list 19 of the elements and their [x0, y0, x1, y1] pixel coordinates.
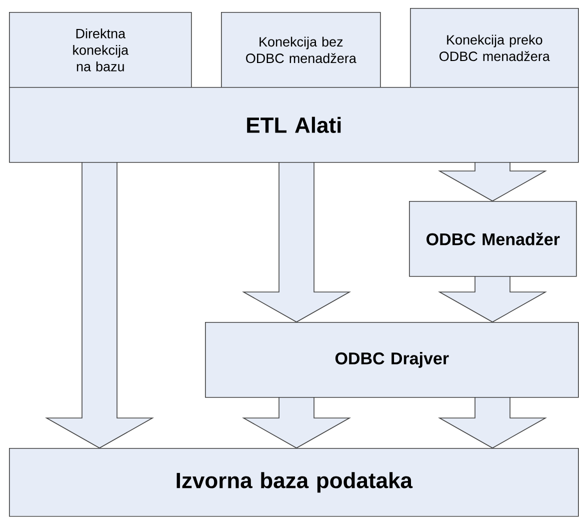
- box: [409, 201, 577, 277]
- node-label: ODBC Menadžer: [426, 232, 560, 246]
- node-label: Direktna konekcija na bazu: [73, 28, 129, 72]
- box: [9, 12, 192, 88]
- node-label: Konekcija bez ODBC menadžera: [246, 36, 356, 64]
- node-label: ODBC Drajver: [335, 352, 449, 368]
- box: [221, 12, 381, 88]
- box: [410, 8, 579, 88]
- node-label: Konekcija preko ODBC menadžera: [440, 34, 550, 62]
- node-label: Izvorna baza podataka: [176, 472, 413, 493]
- block-arrow: [438, 396, 548, 448]
- node-label: ETL Alati: [247, 116, 341, 133]
- block-arrow: [438, 276, 548, 322]
- block-arrow: [438, 162, 548, 202]
- block-arrow: [242, 396, 352, 448]
- box: [205, 322, 579, 398]
- box: [9, 448, 579, 517]
- block-arrow: [45, 162, 154, 448]
- block-arrow: [242, 162, 352, 322]
